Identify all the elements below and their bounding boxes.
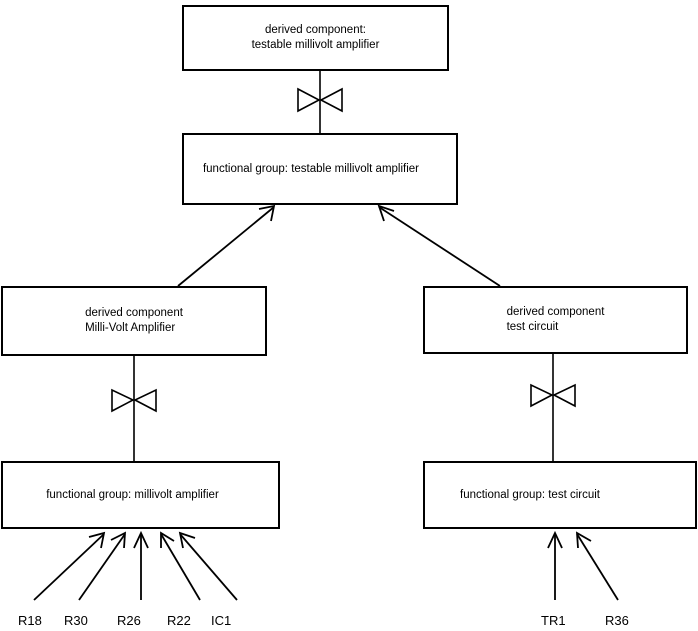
- node-derived-component-testable-millivolt-amplifier[interactable]: derived component: testable millivolt amp…: [182, 5, 449, 71]
- connector-test-circuit-to-testable-group: [377, 204, 501, 287]
- bowtie-left-triangle-icon: [297, 87, 321, 113]
- leaf-label-r18[interactable]: R18: [18, 613, 42, 628]
- connector-leaf-r30: [78, 531, 127, 601]
- leaf-label-r30[interactable]: R30: [64, 613, 88, 628]
- connector-leaf-ic1: [178, 531, 238, 601]
- node-text: functional group: millivolt amplifier: [46, 488, 219, 503]
- node-functional-group-testable-millivolt-amplifier[interactable]: functional group: testable millivolt amp…: [182, 133, 458, 205]
- connector-leaf-r36: [575, 531, 619, 601]
- node-text: functional group: testable millivolt amp…: [203, 162, 419, 177]
- node-line-1: functional group: test circuit: [460, 488, 600, 501]
- node-line-1: derived component: [85, 307, 183, 319]
- node-text: derived component test circuit: [507, 305, 605, 335]
- bowtie-right-triangle-icon: [319, 87, 343, 113]
- connector-leaf-r26: [133, 530, 149, 600]
- leaf-label-r36[interactable]: R36: [605, 613, 629, 628]
- leaf-label-ic1[interactable]: IC1: [211, 613, 232, 628]
- connector-milli-volt-amplifier-to-testable-group: [177, 204, 276, 287]
- node-line-1: derived component:: [264, 24, 366, 36]
- bowtie-right-triangle-icon: [133, 388, 157, 413]
- bowtie-left-triangle-icon: [530, 383, 554, 408]
- connector-leaf-r18: [33, 531, 106, 601]
- node-functional-group-millivolt-amplifier[interactable]: functional group: millivolt amplifier: [1, 461, 280, 529]
- node-functional-group-test-circuit[interactable]: functional group: test circuit: [423, 461, 697, 529]
- leaf-label-r26[interactable]: R26: [117, 613, 141, 628]
- node-derived-component-test-circuit[interactable]: derived component test circuit: [423, 286, 688, 354]
- leaf-label-tr1[interactable]: TR1: [541, 613, 566, 628]
- arrowhead-icon: [160, 531, 175, 548]
- arrowhead-icon: [110, 531, 127, 549]
- arrowhead-icon: [178, 531, 196, 549]
- node-line-2: Milli-Volt Amplifier: [85, 322, 176, 334]
- connector-leaf-r22: [160, 531, 201, 601]
- arrowhead-icon: [88, 531, 106, 549]
- connector-right-derived-to-functional: [530, 354, 576, 461]
- leaf-label-r22[interactable]: R22: [167, 613, 191, 628]
- node-text: derived component: testable millivolt amp…: [252, 23, 380, 53]
- bowtie-right-triangle-icon: [552, 383, 576, 408]
- node-text: functional group: test circuit: [460, 488, 600, 503]
- bowtie-left-triangle-icon: [111, 388, 135, 413]
- connector-left-derived-to-functional: [111, 356, 157, 461]
- arrowhead-icon: [258, 204, 276, 222]
- node-line-1: functional group: millivolt amplifier: [46, 488, 219, 501]
- arrowhead-icon: [133, 530, 149, 549]
- node-line-2: testable millivolt amplifier: [251, 39, 380, 51]
- arrowhead-icon: [575, 531, 592, 549]
- connector-top-derived-to-functional: [297, 71, 343, 133]
- node-line-1: functional group: testable millivolt amp…: [202, 162, 420, 175]
- arrowhead-icon: [547, 530, 563, 549]
- node-line-2: test circuit: [506, 321, 559, 333]
- arrowhead-icon: [377, 204, 395, 222]
- connector-leaf-tr1: [547, 530, 563, 600]
- node-line-1: derived component: [506, 306, 605, 318]
